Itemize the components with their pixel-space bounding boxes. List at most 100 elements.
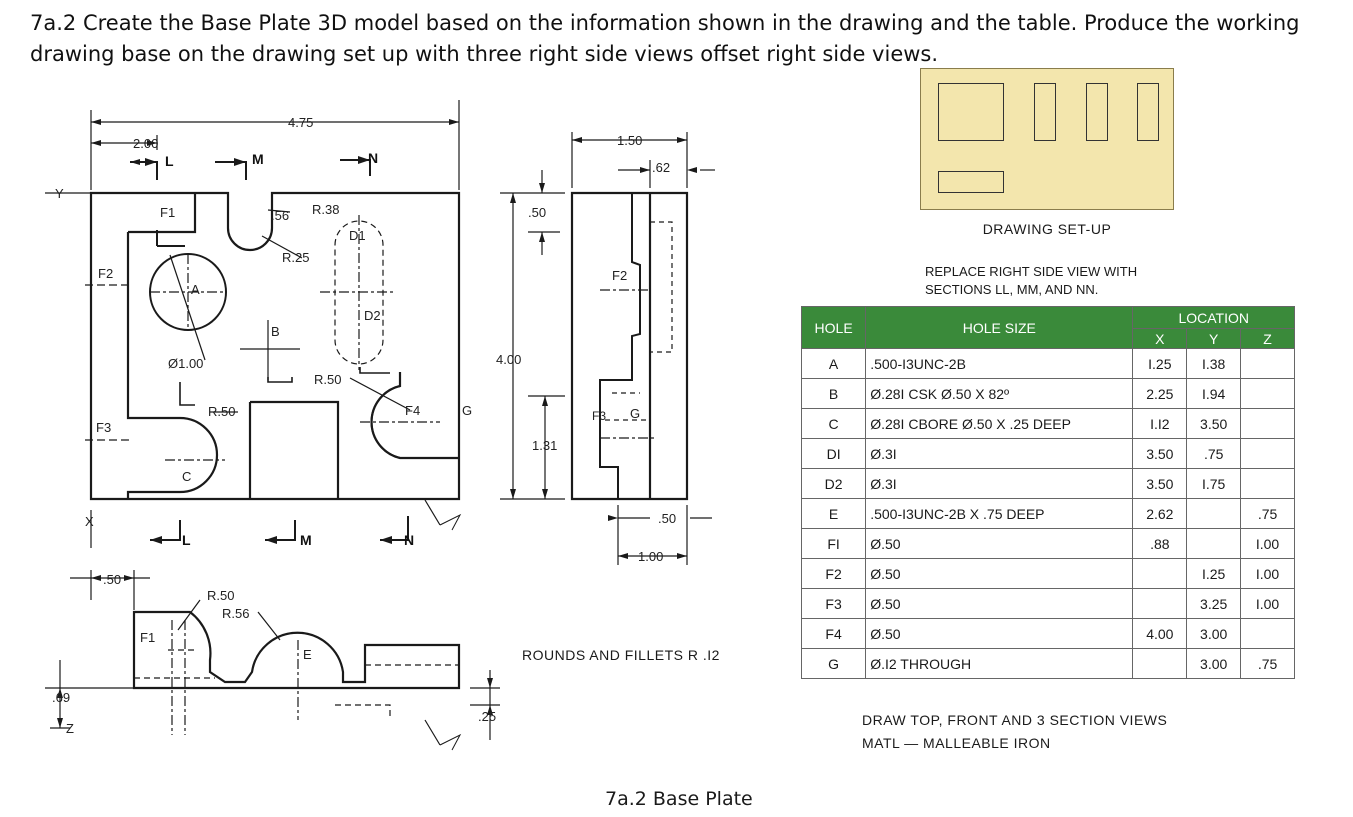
cell-size: .500-I3UNC-2B X .75 DEEP xyxy=(865,498,1134,529)
drawing-setup-thumbnail xyxy=(920,68,1174,210)
cell-y: 3.50 xyxy=(1186,408,1242,439)
cell-z xyxy=(1240,618,1295,649)
cell-x: 3.50 xyxy=(1132,468,1188,499)
cell-z: I.00 xyxy=(1240,588,1295,619)
section-label-m-top: M xyxy=(252,151,264,167)
label-d2: D2 xyxy=(364,308,381,323)
arrowheads xyxy=(57,119,697,728)
note-draw-views: DRAW TOP, FRONT AND 3 SECTION VIEWS xyxy=(862,712,1168,728)
front-view-labels: .50 R.50 R.56 F1 E .69 Z .25 xyxy=(52,572,496,736)
instructions-line-2: drawing base on the drawing set up with … xyxy=(30,42,939,66)
label-56: .56 xyxy=(271,208,289,223)
dim-front-69: .69 xyxy=(52,690,70,705)
dim-side-50-bottom: .50 xyxy=(658,511,676,526)
cell-x: .88 xyxy=(1132,528,1188,559)
cell-size: Ø.50 xyxy=(865,558,1134,589)
label-f3: F3 xyxy=(96,420,111,435)
cell-size: Ø.3I xyxy=(865,438,1134,469)
cell-hole: FI xyxy=(800,528,867,559)
section-label-l-bottom: L xyxy=(182,532,191,548)
cell-hole: G xyxy=(800,648,867,679)
side-view-outline xyxy=(570,191,689,501)
label-a: A xyxy=(191,282,200,297)
cell-z xyxy=(1240,408,1295,439)
cell-z xyxy=(1240,378,1295,409)
label-front-r56: R.56 xyxy=(222,606,249,621)
header-z: Z xyxy=(1240,328,1295,349)
setup-section-frame-1 xyxy=(1034,83,1056,141)
setup-front-view-frame xyxy=(938,171,1004,193)
side-view xyxy=(500,132,715,565)
rounds-fillets-note: ROUNDS AND FILLETS R .I2 xyxy=(522,647,720,663)
top-view-labels: 4.75 2.00 L M N L M N Y X F1 F2 F3 F4 G … xyxy=(55,115,472,548)
section-label-m-bottom: M xyxy=(300,532,312,548)
header-location: LOCATION xyxy=(1132,306,1295,329)
top-view-outline xyxy=(89,191,461,501)
cell-size: Ø.50 xyxy=(865,588,1134,619)
axis-x-label: X xyxy=(85,514,94,529)
label-r50-left: R.50 xyxy=(208,404,235,419)
dim-front-50: .50 xyxy=(103,572,121,587)
note-material: MATL — MALLEABLE IRON xyxy=(862,735,1051,751)
header-hole-size: HOLE SIZE xyxy=(865,306,1134,349)
cell-y: I.75 xyxy=(1186,468,1242,499)
replace-view-note: REPLACE RIGHT SIDE VIEW WITH SECTIONS LL… xyxy=(925,263,1215,299)
label-r38: R.38 xyxy=(312,202,339,217)
side-label-g: G xyxy=(630,406,640,421)
cell-z: .75 xyxy=(1240,648,1295,679)
drawing-setup-caption: DRAWING SET-UP xyxy=(982,221,1112,237)
cell-x: 2.62 xyxy=(1132,498,1188,529)
cell-x: I.I2 xyxy=(1132,408,1188,439)
cell-z: I.00 xyxy=(1240,558,1295,589)
cell-x xyxy=(1132,558,1188,589)
axis-z-label: Z xyxy=(66,721,74,736)
cell-x: 2.25 xyxy=(1132,378,1188,409)
label-d1: D1 xyxy=(349,228,366,243)
dim-f1-x: 2.00 xyxy=(133,136,158,151)
cell-y: 3.00 xyxy=(1186,618,1242,649)
cell-hole: F2 xyxy=(800,558,867,589)
cell-hole: D2 xyxy=(800,468,867,499)
section-label-n-top: N xyxy=(368,150,378,166)
cell-hole: F4 xyxy=(800,618,867,649)
cell-y: I.38 xyxy=(1186,348,1242,379)
cell-size: Ø.50 xyxy=(865,528,1134,559)
replace-note-line-2: SECTIONS LL, MM, AND NN. xyxy=(925,282,1099,297)
label-b: B xyxy=(271,324,280,339)
label-dia100: Ø1.00 xyxy=(168,356,203,371)
dim-side-131: 1.31 xyxy=(532,438,557,453)
side-label-f2: F2 xyxy=(612,268,627,283)
cell-size: Ø.50 xyxy=(865,618,1134,649)
cell-hole: C xyxy=(800,408,867,439)
cell-x: 4.00 xyxy=(1132,618,1188,649)
cell-size: Ø.I2 THROUGH xyxy=(865,648,1134,679)
cell-size: .500-I3UNC-2B xyxy=(865,348,1134,379)
dim-side-62: .62 xyxy=(652,160,670,175)
front-view-outline xyxy=(132,610,461,690)
hole-table: HOLE HOLE SIZE LOCATION X Y Z A.500-I3UN… xyxy=(800,306,1295,679)
cell-y: .75 xyxy=(1186,438,1242,469)
dim-overall-width: 4.75 xyxy=(288,115,313,130)
dim-side-50-top: .50 xyxy=(528,205,546,220)
label-front-r50: R.50 xyxy=(207,588,234,603)
slot-d1-d2 xyxy=(334,220,384,365)
hole-f4 xyxy=(370,385,401,459)
cell-z xyxy=(1240,468,1295,499)
label-r50-mid: R.50 xyxy=(314,372,341,387)
drawing-notes: DRAW TOP, FRONT AND 3 SECTION VIEWS MATL… xyxy=(862,709,1282,755)
cell-x xyxy=(1132,588,1188,619)
label-front-e: E xyxy=(303,647,312,662)
header-y: Y xyxy=(1186,328,1242,349)
assignment-instructions: 7a.2 Create the Base Plate 3D model base… xyxy=(30,8,1330,70)
top-view-pocket xyxy=(126,193,459,499)
dim-side-100: 1.00 xyxy=(638,549,663,564)
cell-y xyxy=(1186,528,1242,559)
